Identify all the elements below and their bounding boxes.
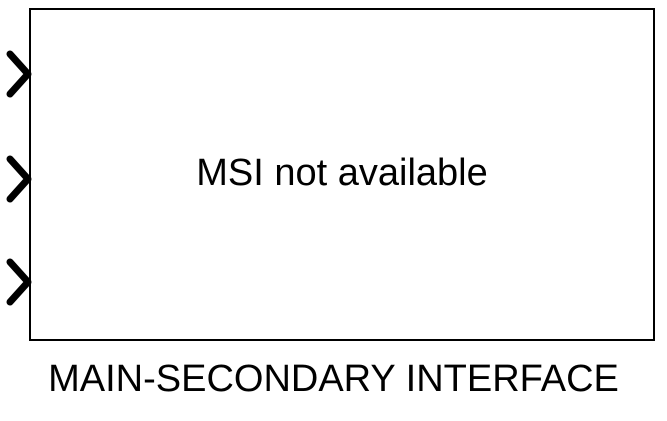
input-port-2-chevron-right-icon (4, 155, 34, 203)
input-port-3-chevron-right-icon (4, 258, 34, 306)
input-port-1-chevron-right-icon (4, 50, 34, 98)
msi-block[interactable]: MSI not available (29, 8, 655, 341)
block-message: MSI not available (196, 152, 488, 194)
block-caption: MAIN-SECONDARY INTERFACE (48, 358, 619, 400)
